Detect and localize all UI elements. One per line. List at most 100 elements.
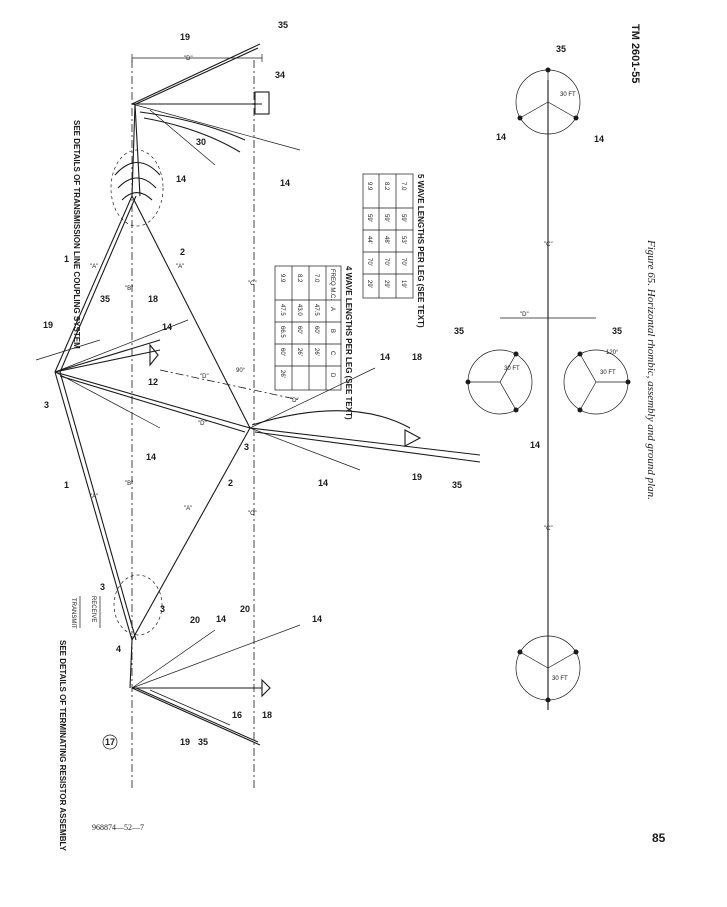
- left-mast-b: [54, 349, 161, 373]
- callout-19b: 19: [43, 320, 53, 330]
- callout-17: 17: [105, 737, 115, 747]
- dim-c2: "C": [248, 511, 257, 517]
- table5-title: 5 WAVE LENGTHS PER LEG (SEE TEXT): [416, 174, 425, 328]
- ft30-top: 30 FT: [560, 92, 576, 98]
- t5-r2c1: 59': [366, 214, 372, 222]
- left-guy-2: [54, 371, 161, 429]
- dim-c4: "C": [544, 526, 553, 532]
- callout-3a: 3: [44, 400, 49, 410]
- callout-3d: 3: [160, 604, 165, 614]
- callout-35c: 35: [452, 480, 462, 490]
- table-4-wavelengths: 4 WAVE LENGTHS PER LEG (SEE TEXT) FREQ M…: [274, 265, 353, 420]
- ground-circle-top: 30 FT 35 14 14: [496, 44, 604, 144]
- top-coax: [139, 111, 246, 153]
- top-guy-1: [131, 103, 301, 151]
- ft30-bottom: 30 FT: [552, 676, 568, 682]
- stake-18c: [261, 678, 271, 698]
- table5-frame: [362, 173, 414, 299]
- t5-r2c3: 70': [366, 258, 372, 266]
- callout-1a: 1: [64, 254, 69, 264]
- table4-title: 4 WAVE LENGTHS PER LEG (SEE TEXT): [344, 266, 353, 420]
- deg120-right: 120°: [606, 350, 619, 356]
- callout-2b: 2: [228, 478, 233, 488]
- t5-r1c0: 8.2: [383, 182, 389, 191]
- callouts: 19 35 34 30 14 14 1 2 35 19 18 14 3 12 1…: [43, 20, 462, 750]
- t4-r0c1: 47.5: [313, 304, 319, 316]
- callout-17-ring: [102, 734, 118, 750]
- t4-r2c4: 26': [279, 370, 285, 378]
- ft30-right: 30 FT: [600, 370, 616, 376]
- t5-r0c1: 59': [400, 214, 406, 222]
- t4-r1c3: 26': [296, 348, 302, 356]
- wire-1-lower-b: [59, 371, 137, 641]
- tm-number: TM 2601-55: [629, 24, 641, 83]
- dim-a4: "A": [184, 506, 192, 512]
- dim-d2: "D": [198, 421, 207, 427]
- terminating-resistor-circle: [113, 574, 163, 636]
- callout-14h: 14: [312, 614, 322, 624]
- dim-a1: "A": [90, 264, 98, 270]
- bottom-mast: [131, 687, 261, 746]
- dim-d5: "D": [520, 312, 529, 318]
- t4-r1c2: 60': [296, 326, 302, 334]
- equipment-box-34: [254, 91, 270, 115]
- dim-d1: "D": [200, 374, 209, 380]
- wire-1-upper-b: [59, 195, 137, 373]
- t5-r0c3: 70': [400, 258, 406, 266]
- t4-r0c3: 26': [313, 348, 319, 356]
- t5-r0c2: 53': [400, 236, 406, 244]
- top-mast-c: [135, 47, 259, 105]
- callout-19c: 19: [412, 472, 422, 482]
- callout-14e: 14: [380, 352, 390, 362]
- table4-frame: [274, 265, 342, 391]
- table-5-wavelengths: 5 WAVE LENGTHS PER LEG (SEE TEXT) 7.0 59…: [362, 173, 425, 328]
- t4-h4: D: [329, 373, 335, 378]
- bottom-mast-c: [135, 687, 259, 743]
- t4-r2c1: 47.5: [279, 304, 285, 316]
- mid-mast-b: [254, 431, 481, 463]
- t5-r2c4: 29': [366, 280, 372, 288]
- left-mast: [54, 339, 161, 373]
- left-guy-3: [35, 339, 101, 361]
- mid-mast: [249, 427, 481, 456]
- feed-line: [131, 103, 136, 197]
- top-mast: [131, 43, 261, 105]
- t5-r1c2: 48': [383, 236, 389, 244]
- t5-r0c4: 19': [400, 280, 406, 288]
- dim-a2: "A": [176, 264, 184, 270]
- callout-35g: 35: [612, 326, 622, 336]
- callout-19d: 19: [180, 737, 190, 747]
- label-receive: RECEIVE: [90, 596, 96, 622]
- t4-r1c1: 43.0: [296, 304, 302, 316]
- callout-12: 12: [148, 377, 158, 387]
- callout-30: 30: [196, 137, 206, 147]
- t4-r0c0: 7.0: [313, 274, 319, 283]
- t4-r2c0: 9.9: [279, 274, 285, 283]
- callout-14b: 14: [280, 178, 290, 188]
- mid-dash-d: [159, 369, 301, 401]
- t4-h0: FREQ M.C.: [329, 269, 335, 300]
- dim-c3: "C": [544, 242, 553, 248]
- ground-circle-left-mid: 30 FT 35 14: [454, 326, 540, 450]
- t4-r2c2: 66.5: [279, 326, 285, 338]
- mid-guy-2: [249, 427, 361, 471]
- callout-16: 16: [232, 710, 242, 720]
- t4-h3: C: [329, 351, 335, 356]
- left-guy-1: [54, 319, 189, 373]
- label-transmit: TRANSMIT: [70, 598, 76, 629]
- dim-c1: "C": [248, 281, 257, 287]
- dim-b2: "B": [125, 481, 133, 487]
- callout-35a: 35: [278, 20, 288, 30]
- wire-2-upper: [131, 195, 251, 429]
- stake-18b: [404, 429, 422, 447]
- t5-r1c3: 70': [383, 258, 389, 266]
- callout-19a: 19: [180, 32, 190, 42]
- callout-14j: 14: [594, 134, 604, 144]
- callout-35f: 35: [454, 326, 464, 336]
- callout-14g: 14: [216, 614, 226, 624]
- mid-arc: [251, 410, 411, 429]
- ft30-left: 30 FT: [504, 366, 520, 372]
- callout-18c: 18: [262, 710, 272, 720]
- callout-14k: 14: [530, 440, 540, 450]
